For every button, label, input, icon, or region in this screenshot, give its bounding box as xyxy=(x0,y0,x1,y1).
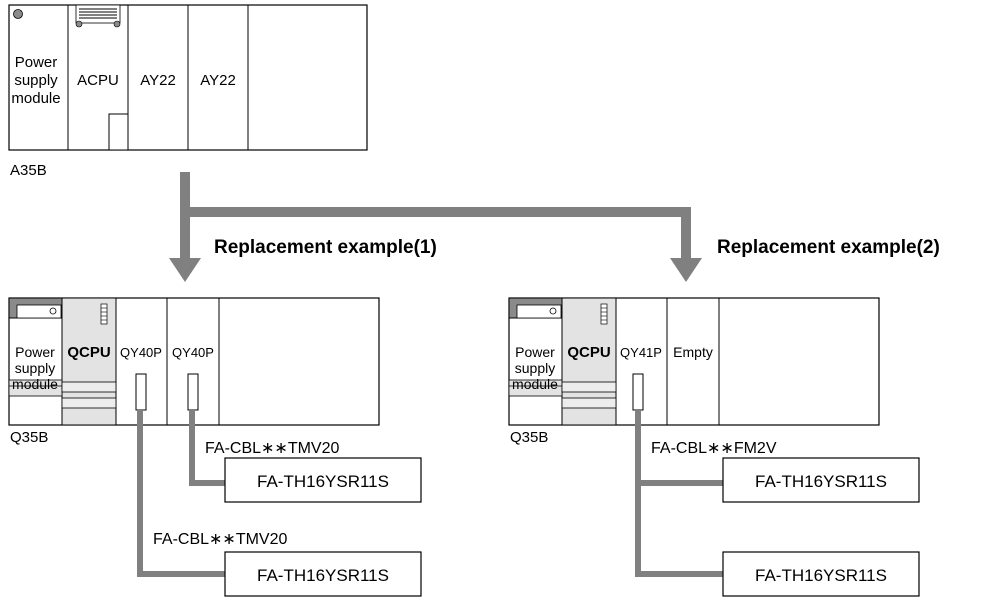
rack2-power-line2: supply xyxy=(515,360,555,376)
qcpu-led-icon xyxy=(600,303,608,325)
acpu-indicator-icon xyxy=(75,4,121,28)
rack1-cable-label-1: FA-CBL∗∗TMV20 xyxy=(205,440,340,457)
rack2-power-line3: module xyxy=(512,376,558,392)
rack2-cpu-label: QCPU xyxy=(567,344,610,361)
rack-example-1: Power supply module QCPU QY40P QY40P Q35… xyxy=(8,297,380,446)
rack1-power-line1: Power xyxy=(15,344,55,360)
top-base-label: A35B xyxy=(10,162,47,179)
arrow-down-icon xyxy=(169,258,201,282)
acpu-connector xyxy=(108,113,129,151)
qy40p-connector xyxy=(135,373,147,411)
top-slot1-label: AY22 xyxy=(140,72,176,89)
terminal-block-2a-label: FA-TH16YSR11S xyxy=(755,472,887,491)
qcpu-led-icon xyxy=(100,303,108,325)
top-power-line3: module xyxy=(11,90,60,107)
rack1-power-line3: module xyxy=(12,376,58,392)
power-led-icon xyxy=(549,307,557,315)
rack1-base-label: Q35B xyxy=(10,429,48,446)
terminal-block-2a xyxy=(722,457,920,503)
top-power-line2: supply xyxy=(14,72,58,89)
top-rack: Power supply module ACPU AY22 AY22 A35B xyxy=(8,4,368,179)
top-cpu-label: ACPU xyxy=(77,72,119,89)
qy40p-connector xyxy=(187,373,199,411)
qy41p-connector xyxy=(632,373,644,411)
terminal-block-2b xyxy=(722,551,920,597)
terminal-block-1b xyxy=(224,551,422,597)
terminal-block-1a-label: FA-TH16YSR11S xyxy=(257,472,389,491)
terminal-block-1b-label: FA-TH16YSR11S xyxy=(257,566,389,585)
rack2-cable-label: FA-CBL∗∗FM2V xyxy=(651,440,777,457)
top-power-line1: Power xyxy=(15,54,58,71)
power-led-icon xyxy=(49,307,57,315)
rack1-cable-label-2: FA-CBL∗∗TMV20 xyxy=(153,531,288,548)
rack1-slot2-label: QY40P xyxy=(172,345,214,360)
rack-1-cables xyxy=(137,410,225,577)
replacement-1-caption: Replacement example(1) xyxy=(214,237,437,258)
rack-2-cables xyxy=(635,410,723,577)
rack1-power-line2: supply xyxy=(15,360,55,376)
arrow-down-icon xyxy=(670,258,702,282)
terminal-block-1a xyxy=(224,457,422,503)
rack2-power-line1: Power xyxy=(515,344,555,360)
rack1-slot1-label: QY40P xyxy=(120,345,162,360)
rack2-base-label: Q35B xyxy=(510,429,548,446)
power-led-icon xyxy=(13,9,23,19)
rack1-cpu-label: QCPU xyxy=(67,344,110,361)
terminal-block-2b-label: FA-TH16YSR11S xyxy=(755,566,887,585)
replacement-2-caption: Replacement example(2) xyxy=(717,237,940,258)
rack-example-2: Power supply module QCPU QY41P Empty Q35… xyxy=(508,297,880,446)
top-slot2-label: AY22 xyxy=(200,72,236,89)
replacement-arrows xyxy=(169,172,702,282)
rack2-slot2-label: Empty xyxy=(673,344,713,360)
rack2-slot1-label: QY41P xyxy=(620,345,662,360)
